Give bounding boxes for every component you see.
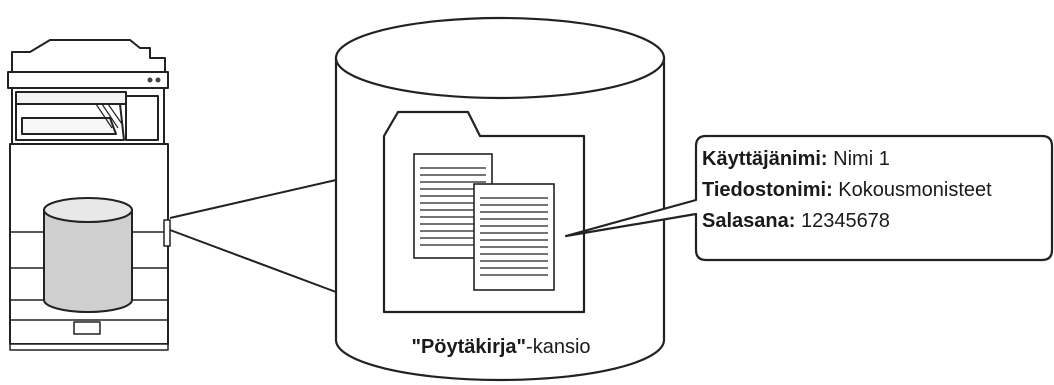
document-front — [473, 183, 555, 291]
connector-lines — [169, 179, 337, 293]
user-name-value: Nimi 1 — [828, 148, 890, 170]
document-feeder — [11, 39, 166, 73]
user-name-line: Käyttäjänimi: Nimi 1 — [702, 148, 890, 170]
info-callout — [564, 134, 1054, 262]
folder-suffix: -kansio — [526, 336, 590, 358]
folder-name: "Pöytäkirja" — [411, 336, 526, 358]
user-name-label: Käyttäjänimi: — [702, 148, 828, 170]
password-label: Salasana: — [702, 210, 795, 232]
password-line: Salasana: 12345678 — [702, 210, 890, 232]
control-panel — [7, 71, 169, 89]
folder-caption: "Pöytäkirja"-kansio — [411, 336, 590, 358]
file-name-value: Kokousmonisteet — [833, 179, 992, 201]
hard-disk-icon — [43, 197, 133, 313]
file-name-line: Tiedostonimi: Kokousmonisteet — [702, 179, 992, 201]
password-value: 12345678 — [795, 210, 890, 232]
file-name-label: Tiedostonimi: — [702, 179, 833, 201]
document-stack-icon — [413, 153, 555, 291]
